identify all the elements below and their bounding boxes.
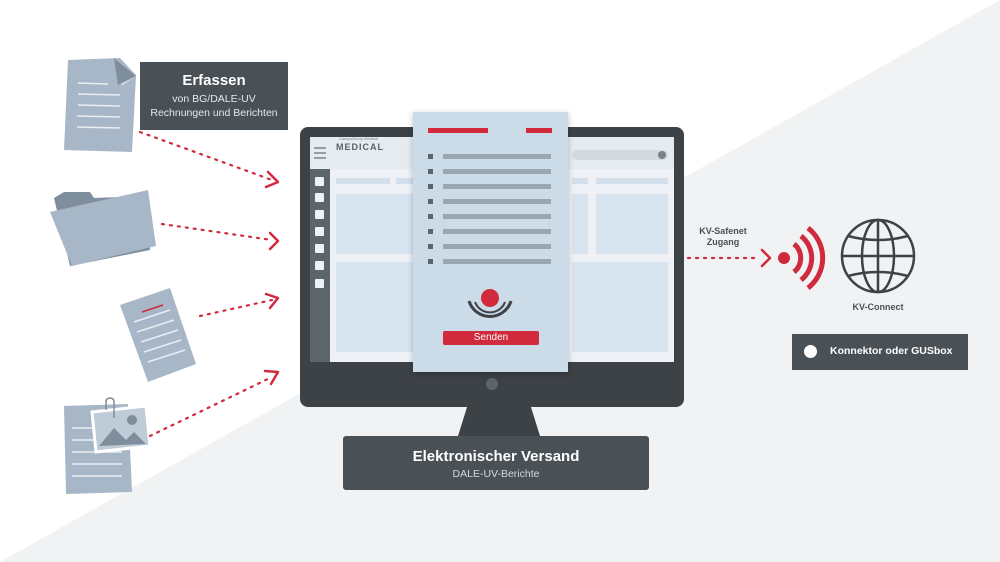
sidebar-button[interactable] (315, 210, 324, 219)
sidebar-button[interactable] (315, 193, 324, 202)
screen-panel (572, 194, 588, 254)
send-icon (467, 289, 513, 318)
arrow-line-4 (148, 375, 274, 438)
screen-panel (336, 194, 416, 254)
arrow-line-2 (160, 222, 274, 242)
access-label-2: Zugang (706, 237, 740, 247)
sidebar-button[interactable] (315, 244, 324, 253)
arrow-line-1 (138, 130, 274, 182)
form-line (443, 154, 551, 159)
screen-tab (572, 178, 588, 184)
device-label: Konnektor oder GUSbox (830, 345, 953, 357)
search-field[interactable] (572, 150, 668, 160)
sidebar-button[interactable] (315, 261, 324, 270)
access-label-1: KV-Safenet (699, 226, 747, 236)
send-button[interactable]: Senden (443, 331, 539, 345)
capture-line-1: von BG/DALE-UV (172, 93, 256, 105)
capture-title: Erfassen (182, 72, 246, 89)
form-sheet (413, 112, 568, 372)
form-line (443, 169, 551, 174)
device-box: Konnektor oder GUSbox (792, 334, 968, 370)
checkbox[interactable] (428, 199, 433, 204)
app-brand-top: CompuGroup Medical (339, 136, 378, 141)
arrow-head-5 (760, 248, 772, 268)
app-brand: MEDICAL (336, 142, 384, 152)
screen-tab (596, 178, 668, 184)
checkbox[interactable] (428, 154, 433, 159)
form-line (443, 244, 551, 249)
form-line (443, 214, 551, 219)
shipping-title: Elektronischer Versand (412, 448, 580, 465)
screen-tab (336, 178, 390, 184)
sidebar-button[interactable] (315, 279, 324, 288)
shipping-box: Elektronischer Versand DALE-UV-Berichte (343, 436, 649, 490)
capture-line-2: Rechnungen und Berichten (150, 107, 278, 119)
monitor-neck (458, 404, 540, 436)
checkbox[interactable] (428, 184, 433, 189)
checkbox[interactable] (428, 229, 433, 234)
document-icon (64, 58, 136, 152)
arrow-head-3 (264, 292, 280, 310)
capture-box: Erfassen von BG/DALE-UV Rechnungen und B… (140, 62, 288, 130)
arrow-head-4 (263, 369, 280, 386)
screen-panel (572, 262, 668, 352)
globe-label: KV-Connect (852, 302, 904, 312)
monitor-power-button[interactable] (486, 378, 498, 390)
form-line (443, 229, 551, 234)
invoice-icon (120, 288, 196, 382)
form-items (428, 154, 551, 264)
sidebar-button[interactable] (315, 177, 324, 186)
globe-icon (840, 218, 916, 294)
checkbox[interactable] (428, 214, 433, 219)
form-line (443, 184, 551, 189)
screen-panel (596, 194, 668, 254)
image-attachment-icon (64, 397, 152, 494)
form-line (443, 199, 551, 204)
checkbox[interactable] (428, 244, 433, 249)
form-sheet-content (428, 128, 552, 318)
signal-icon (778, 226, 826, 290)
search-icon[interactable] (658, 151, 666, 159)
arrow-line-3 (198, 298, 274, 318)
screen-panel (336, 262, 416, 352)
sidebar-button[interactable] (315, 227, 324, 236)
device-indicator-icon (804, 345, 817, 358)
arrow-head-2 (268, 231, 280, 251)
shipping-subtitle: DALE-UV-Berichte (452, 468, 540, 480)
arrow-head-1 (264, 170, 280, 189)
folder-icon (50, 190, 156, 266)
checkbox[interactable] (428, 259, 433, 264)
form-header-bar (526, 128, 552, 133)
form-line (443, 259, 551, 264)
checkbox[interactable] (428, 169, 433, 174)
screen-tab (396, 178, 416, 184)
menu-icon[interactable] (314, 147, 326, 159)
form-header-bar (428, 128, 488, 133)
